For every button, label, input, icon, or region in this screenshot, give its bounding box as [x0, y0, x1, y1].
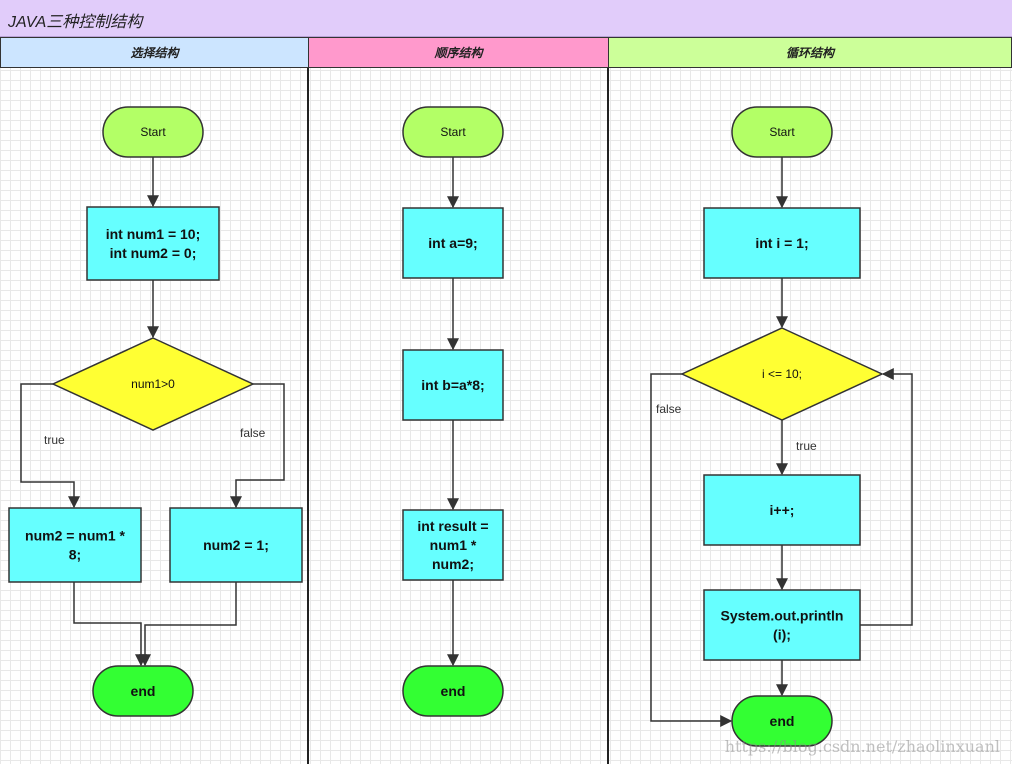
selection-edge-false-end — [139, 582, 237, 667]
selection-init-node — [86, 206, 220, 281]
selection-start-node — [102, 106, 204, 158]
node-text: int i = 1; — [755, 235, 808, 251]
node-text: int num2 = 0; — [110, 245, 197, 261]
loop-init-node — [703, 207, 861, 279]
node-text: int result = — [417, 518, 488, 534]
node-text: System.out.println — [721, 608, 844, 624]
loop-condition-node — [680, 327, 884, 421]
selection-end-node — [92, 665, 194, 717]
selection-end-node-text: end — [131, 683, 156, 699]
loop-end-node — [731, 695, 833, 747]
selection-false-label: false — [240, 426, 266, 440]
node-text: i++; — [770, 502, 795, 518]
selection-edge-true-end — [73, 582, 147, 667]
node-text: num2; — [432, 556, 474, 572]
lane-label-loop: 循环结构 — [785, 46, 834, 60]
loop-end-node-text: end — [770, 713, 795, 729]
selection-start-node-text: Start — [140, 125, 166, 139]
loop-edge-false — [650, 373, 733, 727]
loop-condition-node-text: i <= 10; — [762, 367, 802, 381]
loop-true-label: true — [796, 439, 817, 453]
node-text: int b=a*8; — [421, 377, 484, 393]
selection-condition-node — [51, 337, 255, 431]
sequence-step2-node — [402, 349, 504, 421]
sequence-start-node — [402, 106, 504, 158]
title-bar: JAVA三种控制结构 — [0, 0, 1012, 37]
loop-increment-node — [703, 474, 861, 546]
selection-true-label: true — [44, 433, 65, 447]
node-text: num2 = num1 * — [25, 528, 126, 544]
sequence-end-node-text: end — [441, 683, 466, 699]
node-text: 8; — [69, 547, 81, 563]
lane-header-sequence: 顺序结构 — [308, 37, 609, 68]
sequence-start-node-text: Start — [440, 125, 466, 139]
loop-print-node — [703, 589, 861, 661]
selection-edge-false — [230, 383, 285, 509]
loop-start-node-text: Start — [769, 125, 795, 139]
lane-header-loop: 循环结构 — [608, 37, 1012, 68]
sequence-end-node — [402, 665, 504, 717]
loop-start-node — [731, 106, 833, 158]
lane-label-sequence: 顺序结构 — [434, 46, 483, 60]
lane-label-selection: 选择结构 — [130, 46, 179, 60]
watermark: https://blog.csdn.net/zhaolinxuanl — [724, 737, 1000, 756]
node-text: int a=9; — [428, 235, 477, 251]
sequence-step3-node — [402, 509, 504, 581]
diagram-title: JAVA三种控制结构 — [8, 14, 143, 31]
lane-header-selection: 选择结构 — [0, 37, 309, 68]
loop-false-label: false — [656, 402, 682, 416]
node-text: num1 * — [430, 537, 477, 553]
node-text: int num1 = 10; — [106, 226, 201, 242]
loop-edge-back — [860, 368, 913, 626]
node-text: (i); — [773, 627, 791, 643]
selection-true-node — [8, 507, 142, 583]
selection-false-node — [169, 507, 303, 583]
selection-condition-node-text: num1>0 — [131, 377, 175, 391]
selection-edge-true — [20, 383, 80, 509]
sequence-step1-node — [402, 207, 504, 279]
node-text: num2 = 1; — [203, 537, 269, 553]
